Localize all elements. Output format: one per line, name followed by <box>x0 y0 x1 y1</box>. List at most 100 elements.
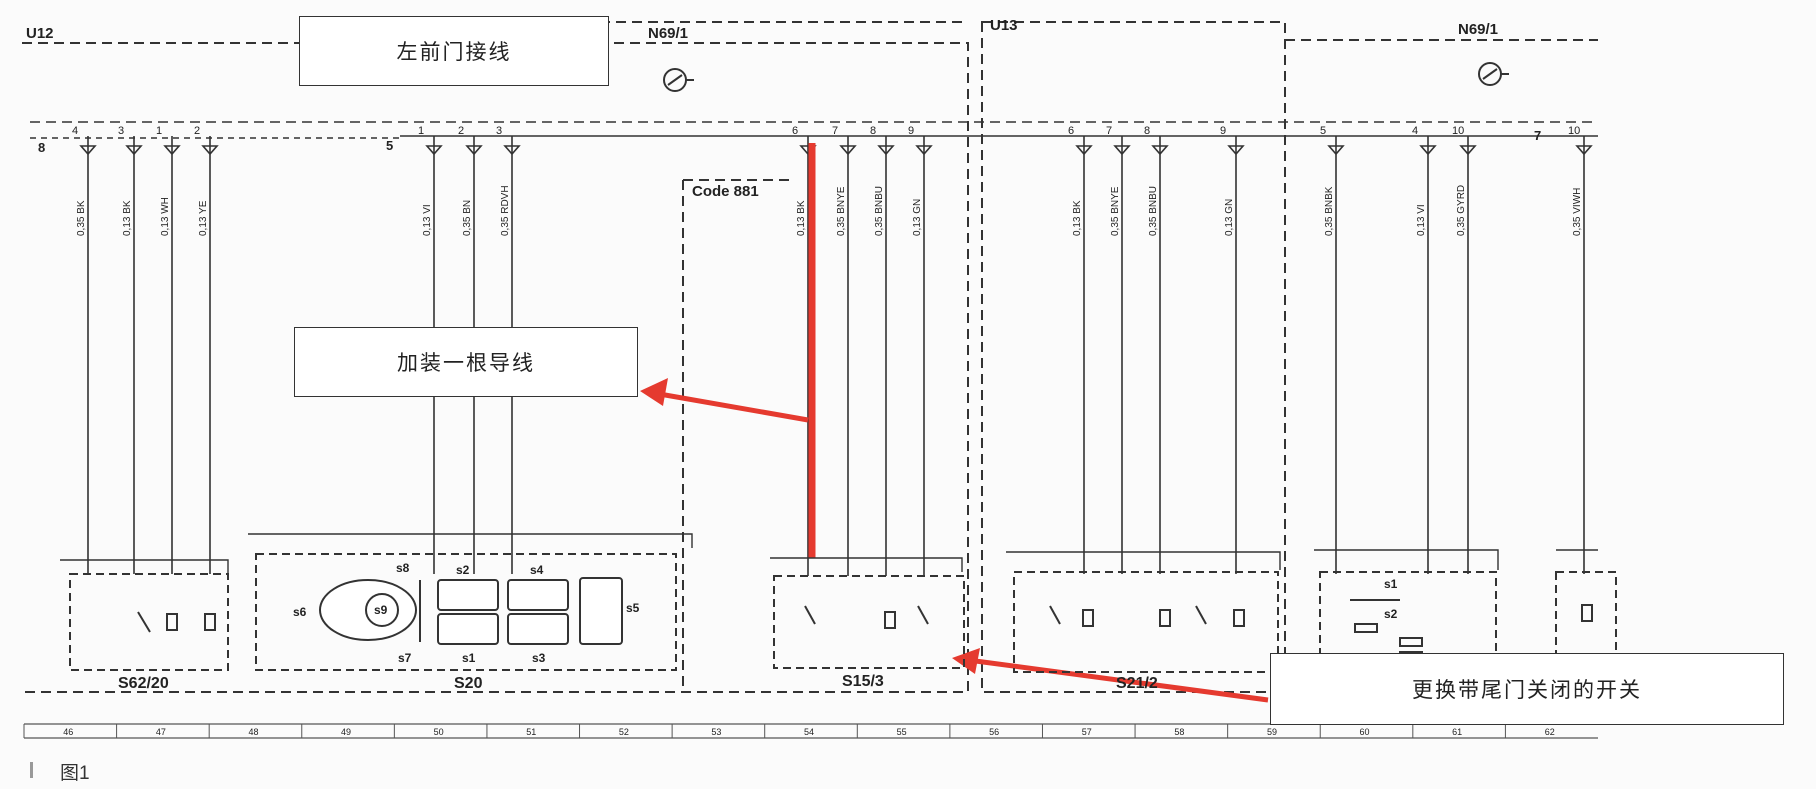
s20-label-s4: s4 <box>530 563 544 577</box>
component-label-s62-20: S62/20 <box>118 675 169 692</box>
wire-label: 0,13 BK <box>122 200 133 236</box>
grid-number: 49 <box>341 727 351 737</box>
wire-connector-marker <box>503 145 521 156</box>
caption-marker <box>30 762 33 778</box>
grid-number: 60 <box>1360 727 1370 737</box>
wire-connector-marker <box>425 145 443 156</box>
frame-u13 <box>981 21 1286 693</box>
wire-label: 0,13 GN <box>912 199 923 236</box>
wire-pin-number: 7 <box>832 125 838 137</box>
wire-label: 0,13 VI <box>422 204 433 236</box>
connector-number-left: 8 <box>38 140 45 155</box>
grid-number: 62 <box>1545 727 1555 737</box>
s20-label-s2: s2 <box>456 563 470 577</box>
wire-connector-marker <box>465 145 483 156</box>
wire-pin-number: 2 <box>194 125 200 137</box>
grid-number: 58 <box>1174 727 1184 737</box>
connector-number-mid: 5 <box>386 138 393 153</box>
wire-connector-marker <box>1075 145 1093 156</box>
grid-number: 52 <box>619 727 629 737</box>
wire-label: 0,35 BNYE <box>1110 186 1121 236</box>
grid-number: 53 <box>711 727 721 737</box>
figure-caption: 图1 <box>60 763 90 784</box>
wire-connector-marker <box>839 145 857 156</box>
wire-pin-number: 9 <box>908 125 914 137</box>
wire-connector-marker <box>125 145 143 156</box>
n69-symbol-right <box>1478 62 1509 86</box>
module-label-n69-left: N69/1 <box>648 25 688 42</box>
grid-number: 50 <box>434 727 444 737</box>
right-switch-label-s2: s2 <box>1384 607 1398 621</box>
wire-connector-marker <box>1227 145 1245 156</box>
wire-pin-number: 3 <box>118 125 124 137</box>
wire-pin-number: 2 <box>458 125 464 137</box>
grid-number: 57 <box>1082 727 1092 737</box>
right-switch-label-s1: s1 <box>1384 577 1398 591</box>
added-wire <box>640 143 816 558</box>
switch-symbols <box>137 599 1593 661</box>
wire-pin-number: 5 <box>1320 125 1326 137</box>
module-label-u13: U13 <box>990 17 1018 34</box>
wire-pin-number: 10 <box>1452 125 1464 137</box>
wire-pin-number: 4 <box>1412 125 1418 137</box>
wire-pin-number: 8 <box>1144 125 1150 137</box>
grid-number: 51 <box>526 727 536 737</box>
wire-label: 0,35 BNBU <box>874 186 885 236</box>
wire-label: 0,13 YE <box>198 200 209 236</box>
wire-pin-number: 4 <box>72 125 78 137</box>
wire-connector-marker <box>877 145 895 156</box>
wire-label: 0,35 BK <box>76 200 87 236</box>
callout-replace-switch: 更换带尾门关闭的开关 <box>1270 653 1784 725</box>
wire-label: 0,35 BNYE <box>836 186 847 236</box>
grid-number: 56 <box>989 727 999 737</box>
grid-number: 46 <box>63 727 73 737</box>
wire-connector-marker <box>79 145 97 156</box>
wire-label: 0,13 VI <box>1416 204 1427 236</box>
wire-label: 0,35 BN <box>462 200 473 236</box>
wire-label: 0,13 BK <box>1072 200 1083 236</box>
grid-number: 54 <box>804 727 814 737</box>
s20-label-s6: s6 <box>293 605 307 619</box>
wire-pin-number: 8 <box>870 125 876 137</box>
component-label-s20: S20 <box>454 675 483 692</box>
wire-pin-number: 10 <box>1568 125 1580 137</box>
s20-keypad <box>319 577 623 645</box>
wire-connector-marker <box>1113 145 1131 156</box>
wire-connector-marker <box>1151 145 1169 156</box>
wire-label: 0,13 BK <box>796 200 807 236</box>
grid-number: 55 <box>897 727 907 737</box>
callout-left-front-door: 左前门接线 <box>299 16 609 86</box>
wire-pin-number: 1 <box>418 125 424 137</box>
wire-connector-marker <box>1327 145 1345 156</box>
wire-pin-number: 6 <box>1068 125 1074 137</box>
s20-label-s7: s7 <box>398 651 412 665</box>
component-label-s15-3: S15/3 <box>842 673 884 690</box>
wire-connector-marker <box>915 145 933 156</box>
wire-label: 0,35 BNBK <box>1324 186 1335 236</box>
grid-number: 47 <box>156 727 166 737</box>
s20-label-s9: s9 <box>374 603 388 617</box>
code-label: Code 881 <box>692 183 759 200</box>
wire-label: 0,35 VIWH <box>1572 188 1583 236</box>
module-label-u12: U12 <box>26 25 54 42</box>
wire-label: 0,13 WH <box>160 197 171 236</box>
callout-add-wire: 加装一根导线 <box>294 327 638 397</box>
component-label-s21-2: S21/2 <box>1116 675 1158 692</box>
grid-number: 61 <box>1452 727 1462 737</box>
wire-pin-number: 6 <box>792 125 798 137</box>
replace-switch-arrow <box>952 648 1269 703</box>
wire-pin-number: 9 <box>1220 125 1226 137</box>
wire-label: 0,35 GYRD <box>1456 185 1467 236</box>
grid-ticks <box>23 724 1506 738</box>
s20-label-s3: s3 <box>532 651 546 665</box>
wire-label: 0,35 BNBU <box>1148 186 1159 236</box>
connector-bar <box>30 121 1598 139</box>
wire-connector-marker <box>163 145 181 156</box>
n69-symbol-left <box>663 68 694 92</box>
wire-label: 0,13 GN <box>1224 199 1235 236</box>
component-boxes <box>60 533 1617 673</box>
wire-connector-marker <box>1575 145 1593 156</box>
